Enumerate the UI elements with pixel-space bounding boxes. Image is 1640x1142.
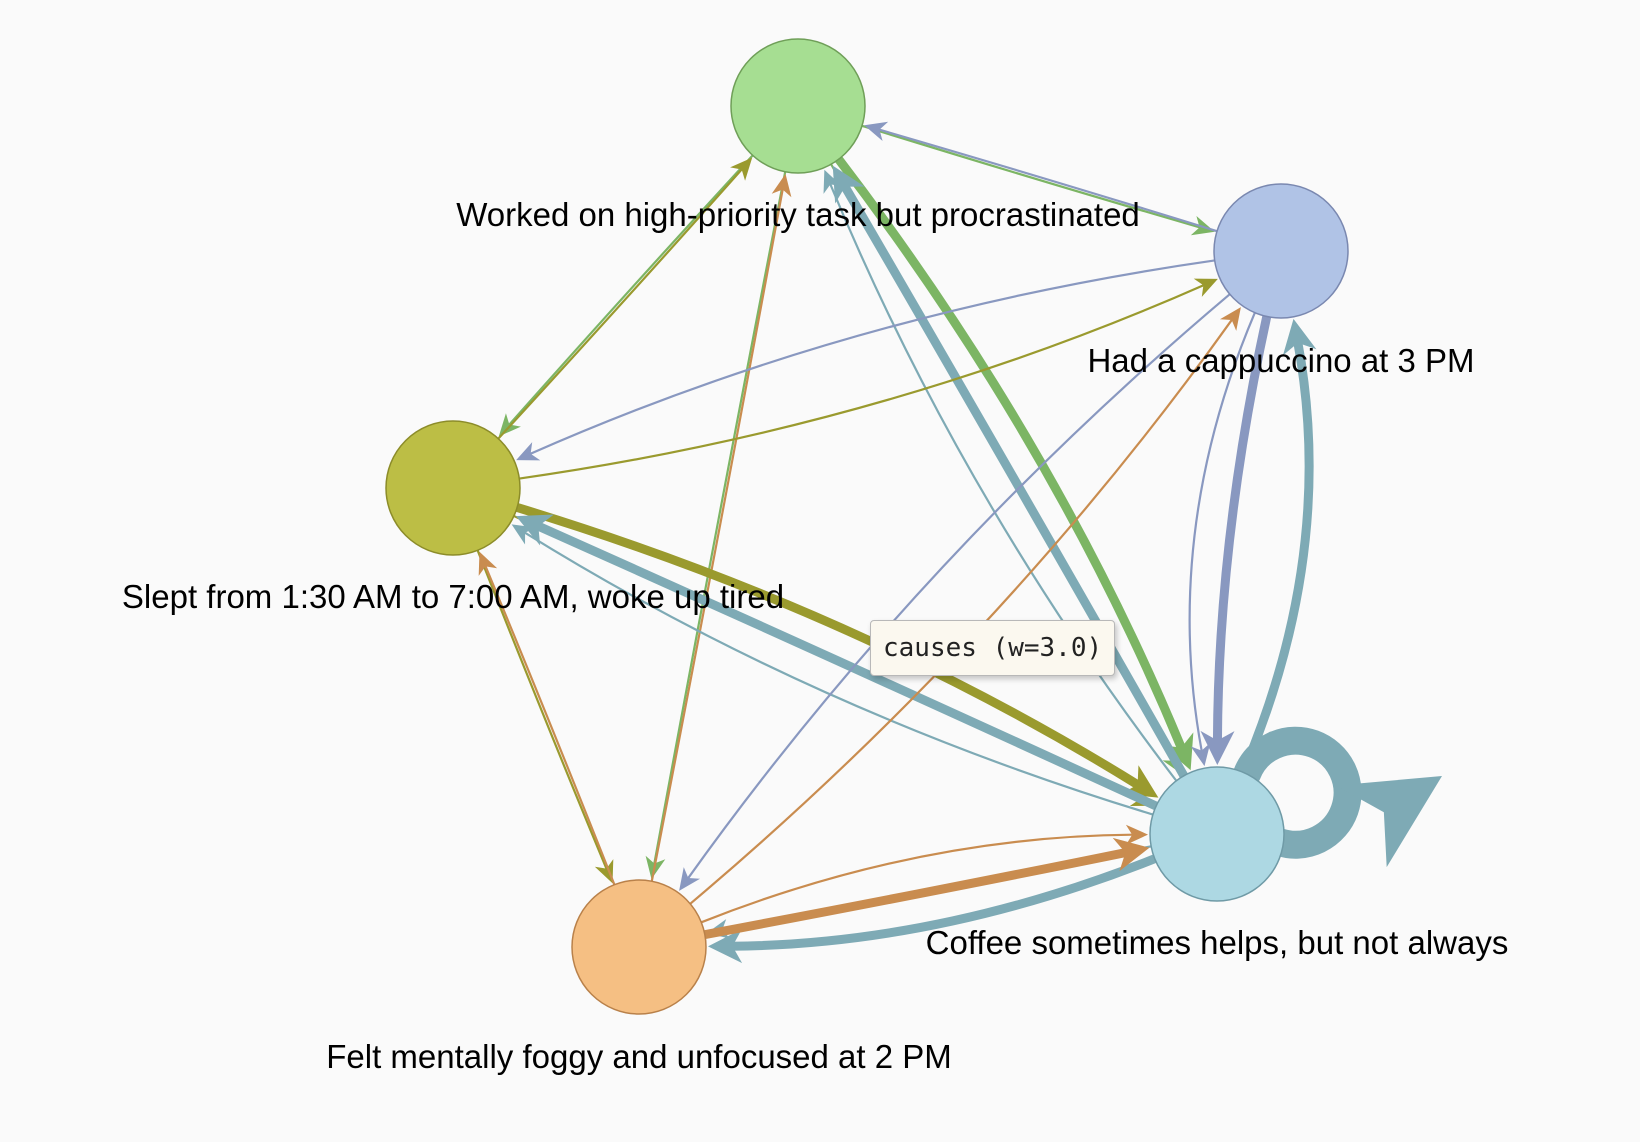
edge-line [700,833,1134,924]
edge-line [686,293,1231,880]
edge-n4-to-n3[interactable] [511,524,1154,816]
edge-n4-to-n1[interactable] [823,169,1178,782]
edge-n5-to-n4[interactable] [700,824,1149,924]
edge-line [476,549,608,871]
edge-line [653,170,787,866]
edge-line [484,564,616,886]
edge-arrowhead [1190,742,1211,767]
edge-line [860,124,1202,229]
node-n1[interactable] [730,38,866,174]
node-label-n1: Worked on high-priority task but procras… [456,196,1140,233]
edge-line [1212,311,1272,746]
edge-n2-to-n5[interactable] [679,293,1231,891]
edge-n1-to-n2[interactable] [860,124,1215,236]
node-n4[interactable] [1149,766,1285,902]
edge-line [529,259,1216,456]
edge-n4-to-n5[interactable] [707,854,1160,964]
edge-n5-to-n4[interactable] [700,837,1150,940]
edge-n2-to-n1[interactable] [864,121,1219,233]
node-n3[interactable] [385,420,521,556]
edge-arrowhead [730,157,753,181]
edge-n3-to-n1[interactable] [497,157,753,440]
edges-layer [476,121,1442,964]
edge-n4-to-n4[interactable] [1233,726,1442,868]
edge-arrowhead [1112,837,1150,872]
node-n5[interactable] [571,879,707,1015]
node-label-n5: Felt mentally foggy and unfocused at 2 P… [326,1038,952,1075]
node-label-n3: Slept from 1:30 AM to 7:00 AM, woke up t… [122,578,784,615]
edge-n1-to-n4[interactable] [834,154,1194,771]
edge-line [512,502,1143,790]
edge-arrowhead [1193,278,1218,297]
edge-n4-to-n3[interactable] [516,514,1161,811]
edge-line [533,521,1161,811]
edge-arrowhead [823,169,843,194]
edge-arrowhead [679,867,701,891]
edge-line [507,154,754,426]
edge-arrowhead [864,121,889,142]
edge-n5-to-n3[interactable] [478,551,616,886]
edge-line [497,168,744,440]
edge-arrowhead [771,173,792,198]
edge-n1-to-n5[interactable] [645,170,787,880]
edge-line [650,187,784,883]
edge-line [840,181,1189,781]
edge-n4-to-n1[interactable] [832,165,1189,781]
edge-arrowhead [511,524,536,545]
edge-arrowhead [516,514,554,546]
edge-arrowhead [1200,730,1235,766]
edge-arrowhead [478,551,498,576]
edge-tooltip: causes (w=3.0) [870,620,1116,676]
edge-n2-to-n3[interactable] [516,259,1216,461]
self-loop-edge [1233,726,1362,859]
labels-layer: Worked on high-priority task but procras… [122,196,1508,1075]
self-loop-arrowhead [1335,776,1442,868]
edge-n4-to-n2[interactable] [1238,318,1317,777]
edge-n2-to-n4[interactable] [1188,311,1256,767]
edge-arrowhead [1190,215,1215,236]
edge-n2-to-n4[interactable] [1200,311,1272,766]
edge-line [877,128,1219,233]
edge-line [834,154,1187,753]
edge-line [1238,337,1314,777]
nodes-layer [385,38,1349,1015]
edge-arrowhead [516,442,541,461]
node-label-n2: Had a cappuccino at 3 PM [1087,342,1474,379]
edge-arrowhead [1219,307,1241,331]
edge-arrowhead [707,929,743,964]
edge-arrowhead [1161,732,1194,771]
edge-line [829,182,1178,782]
node-label-n4: Coffee sometimes helps, but not always [926,924,1509,961]
edge-n3-to-n2[interactable] [518,278,1218,480]
edge-n5-to-n1[interactable] [650,173,792,883]
edge-n3-to-n5[interactable] [476,549,614,884]
edge-line [727,854,1160,951]
edge-arrowhead [594,859,614,884]
edge-line [518,283,1205,480]
edge-line [700,847,1131,940]
edge-arrowhead [832,165,865,204]
edge-line [523,531,1154,816]
node-n2[interactable] [1213,183,1349,319]
edge-arrowhead [1282,318,1317,356]
edge-arrowhead [1125,824,1149,845]
edge-line [1188,311,1256,753]
